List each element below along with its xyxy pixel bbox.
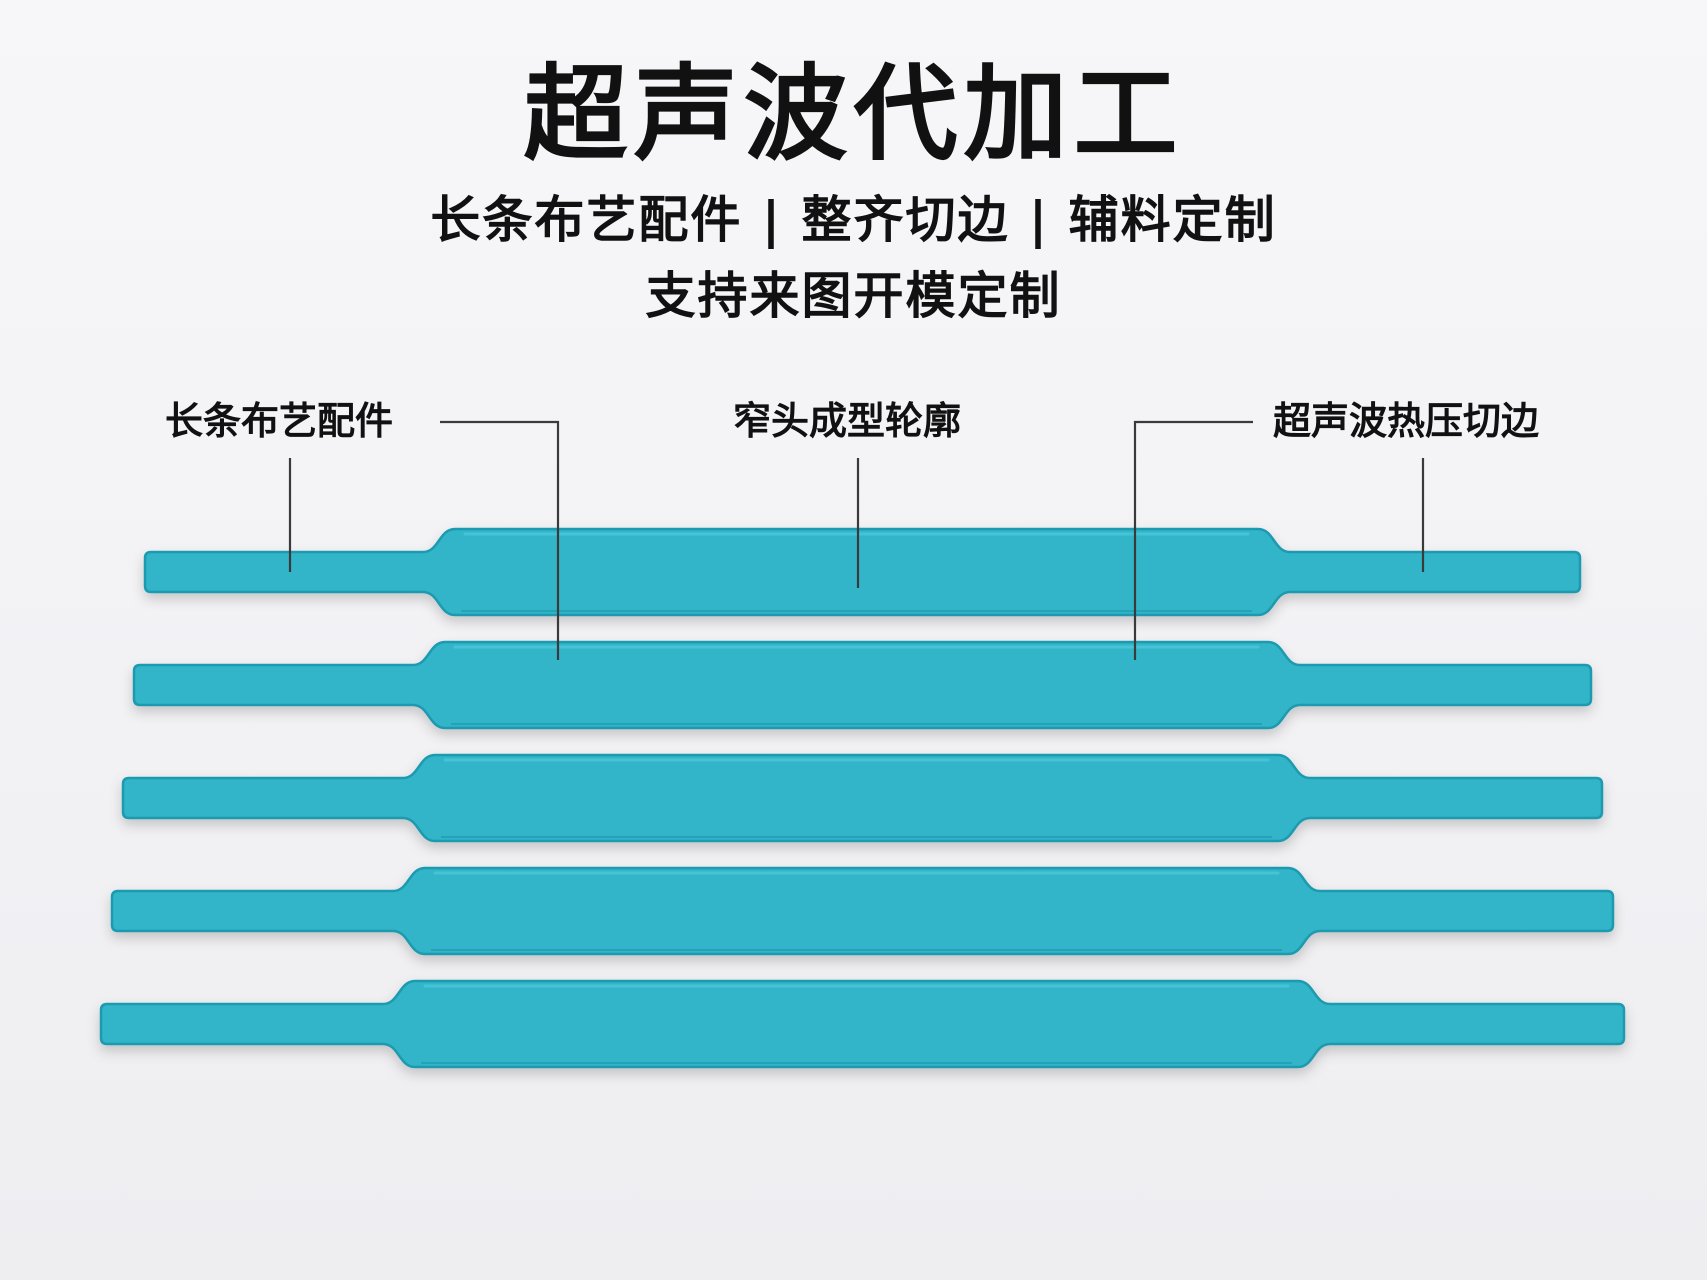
callout-label-fabric-part: 长条布艺配件 bbox=[165, 399, 394, 443]
strap-body bbox=[121, 753, 1604, 843]
subtitle-features: 长条布艺配件 | 整齐切边 | 辅料定制 bbox=[430, 191, 1277, 249]
fabric-strap bbox=[132, 640, 1593, 730]
fabric-strap bbox=[99, 979, 1626, 1069]
callout-label-narrow-head: 窄头成型轮廓 bbox=[733, 399, 962, 443]
subtitle-custom: 支持来图开模定制 bbox=[645, 267, 1062, 325]
fabric-strap bbox=[143, 527, 1582, 617]
fabric-strap bbox=[121, 753, 1604, 843]
strap-body bbox=[110, 866, 1615, 956]
callout-line-left-inner bbox=[440, 420, 560, 660]
callout-label-ultrasonic-edge: 超声波热压切边 bbox=[1273, 399, 1540, 443]
fabric-strap bbox=[110, 866, 1615, 956]
page-title: 超声波代加工 bbox=[523, 53, 1184, 175]
callout-line-right-inner bbox=[1133, 420, 1253, 660]
strap-body bbox=[143, 527, 1582, 617]
strap-body bbox=[99, 979, 1626, 1069]
strap-body bbox=[132, 640, 1593, 730]
